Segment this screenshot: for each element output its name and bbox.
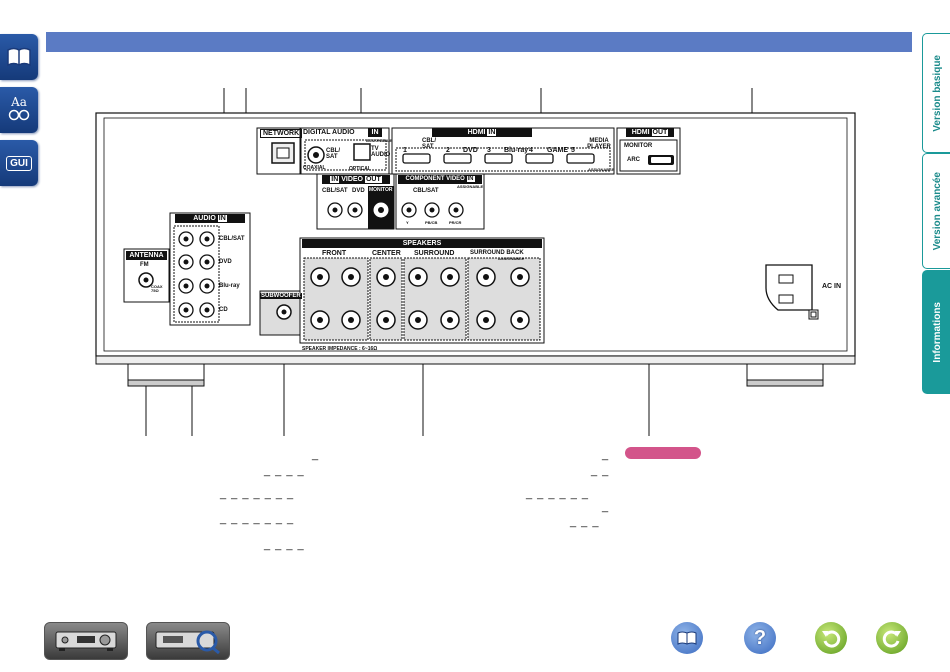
hdmi-in-tag: IN bbox=[487, 129, 497, 136]
gui-label: GUI bbox=[6, 155, 32, 171]
video-section: IN VIDEO OUT bbox=[322, 175, 390, 184]
optical-label: OPTICAL bbox=[349, 166, 371, 172]
assignable-label: ASSIGNABLE bbox=[366, 138, 393, 143]
index-left-5: _ _ _ _ bbox=[264, 539, 305, 551]
audio-input-3: Blu-ray bbox=[219, 283, 240, 289]
hdmi-num-3: 3 bbox=[487, 147, 491, 154]
tv-audio-label: TV AUDIO bbox=[371, 146, 391, 158]
header-bar bbox=[46, 32, 912, 52]
back-button[interactable] bbox=[815, 622, 847, 654]
audio-input-2: DVD bbox=[219, 259, 232, 265]
audio-in-tag: IN bbox=[217, 215, 227, 222]
monitor-label: MONITOR bbox=[624, 143, 653, 149]
forward-button[interactable] bbox=[876, 622, 908, 654]
video-input-1: CBL/SAT bbox=[322, 188, 348, 194]
hdmi-in-label: HDMI bbox=[467, 129, 486, 136]
speakers-label: SPEAKERS bbox=[302, 239, 542, 248]
hdmi-name-3: Blu-ray bbox=[504, 147, 529, 154]
index-right-5: _ _ _ bbox=[570, 516, 600, 528]
book-icon bbox=[677, 631, 697, 645]
front-panel-icon bbox=[55, 631, 117, 651]
hdmi-num-5: 5 bbox=[571, 147, 575, 154]
component-label: COMPONENT VIDEO bbox=[405, 176, 465, 182]
tab-info[interactable]: Informations bbox=[922, 270, 950, 394]
component-y-label: Y bbox=[406, 220, 409, 225]
tab-advanced[interactable]: Version avancée bbox=[922, 153, 950, 269]
hdmi-name-4: GAME bbox=[547, 147, 568, 154]
index-left-4: _ _ _ _ _ _ _ bbox=[220, 513, 295, 525]
help-icon: ? bbox=[753, 626, 767, 649]
contents-button[interactable] bbox=[671, 622, 703, 654]
note-badge bbox=[625, 447, 701, 459]
audio-label: AUDIO bbox=[193, 215, 216, 222]
antenna-label: ANTENNA bbox=[126, 251, 167, 260]
index-left-1: _ bbox=[312, 449, 320, 461]
audio-section: AUDIO IN bbox=[175, 214, 245, 223]
video-out-tag: OUT bbox=[364, 176, 382, 183]
component-assignable-label: ASSIGNABLE bbox=[457, 184, 484, 189]
fm-label: FM bbox=[140, 262, 149, 268]
font-icon[interactable]: Aa bbox=[0, 87, 38, 133]
book-icon[interactable] bbox=[0, 34, 38, 80]
index-right-4: _ bbox=[602, 501, 610, 513]
back-icon bbox=[822, 630, 841, 648]
rear-panel-icon bbox=[155, 630, 220, 654]
forward-icon bbox=[882, 630, 901, 648]
component-pr-label: PR/CR bbox=[449, 220, 462, 225]
digital-in-label: IN bbox=[368, 128, 382, 137]
network-label: NETWORK bbox=[260, 129, 303, 138]
index-left-3: _ _ _ _ _ _ _ bbox=[220, 488, 295, 500]
index-right-3: _ _ _ _ _ _ bbox=[526, 488, 589, 500]
hdmi-out-section: HDMI OUT bbox=[626, 128, 674, 137]
component-in-tag: IN bbox=[466, 176, 475, 182]
hdmi-name-1: CBL/ SAT bbox=[422, 138, 436, 150]
coax-label: COAX 75Ω bbox=[151, 284, 163, 293]
font-icon-label: Aa bbox=[11, 95, 27, 109]
index-left-2: _ _ _ _ bbox=[264, 465, 305, 477]
index-right-2: _ _ bbox=[591, 465, 610, 477]
hdmi-name-5: MEDIA PLAYER bbox=[587, 138, 611, 150]
impedance-label: SPEAKER IMPEDANCE : 6~16Ω bbox=[302, 346, 378, 352]
video-monitor-label: MONITOR bbox=[369, 187, 393, 193]
component-pb-label: PB/CB bbox=[425, 220, 438, 225]
arc-label: ARC bbox=[627, 157, 640, 163]
component-section: COMPONENT VIDEO IN bbox=[398, 175, 482, 184]
hdmi-name-2: DVD bbox=[463, 147, 478, 154]
hdmi-out-tag: OUT bbox=[651, 129, 669, 136]
audio-input-1: CBL/SAT bbox=[219, 236, 245, 242]
front-label: FRONT bbox=[322, 250, 347, 257]
help-button[interactable]: ? bbox=[744, 622, 776, 654]
hdmi-out-label: HDMI bbox=[631, 129, 650, 136]
gui-icon[interactable]: GUI bbox=[0, 140, 38, 186]
tab-basic[interactable]: Version basique bbox=[922, 33, 950, 153]
video-label: VIDEO bbox=[341, 176, 363, 183]
front-panel-button[interactable] bbox=[44, 622, 128, 660]
hdmi-assignable-label: ASSIGNABLE bbox=[588, 167, 615, 172]
index-right-1: _ bbox=[602, 449, 610, 461]
hdmi-num-1: 1 bbox=[403, 147, 407, 154]
component-input-label: CBL/SAT bbox=[413, 188, 439, 194]
rear-panel-button[interactable] bbox=[146, 622, 230, 660]
surround-label: SURROUND bbox=[414, 250, 455, 257]
video-in-tag: IN bbox=[330, 176, 340, 183]
subwoofer-label: SUBWOOFER bbox=[260, 293, 302, 299]
surround-back-label: SURROUND BACK bbox=[470, 250, 524, 256]
audio-input-4: CD bbox=[219, 307, 228, 313]
speaker-assignable-label: ASSIGNABLE bbox=[498, 256, 525, 261]
hdmi-num-2: 2 bbox=[446, 147, 450, 154]
hdmi-in-section: HDMI IN bbox=[432, 128, 532, 137]
coax-cbl-label: CBL/ SAT bbox=[326, 148, 340, 160]
coaxial-label: COAXIAL bbox=[303, 165, 326, 171]
center-label: CENTER bbox=[372, 250, 401, 257]
video-input-2: DVD bbox=[352, 188, 365, 194]
ac-in-label: AC IN bbox=[822, 283, 842, 290]
hdmi-num-4: 4 bbox=[529, 147, 533, 154]
digital-audio-label: DIGITAL AUDIO bbox=[303, 129, 355, 136]
